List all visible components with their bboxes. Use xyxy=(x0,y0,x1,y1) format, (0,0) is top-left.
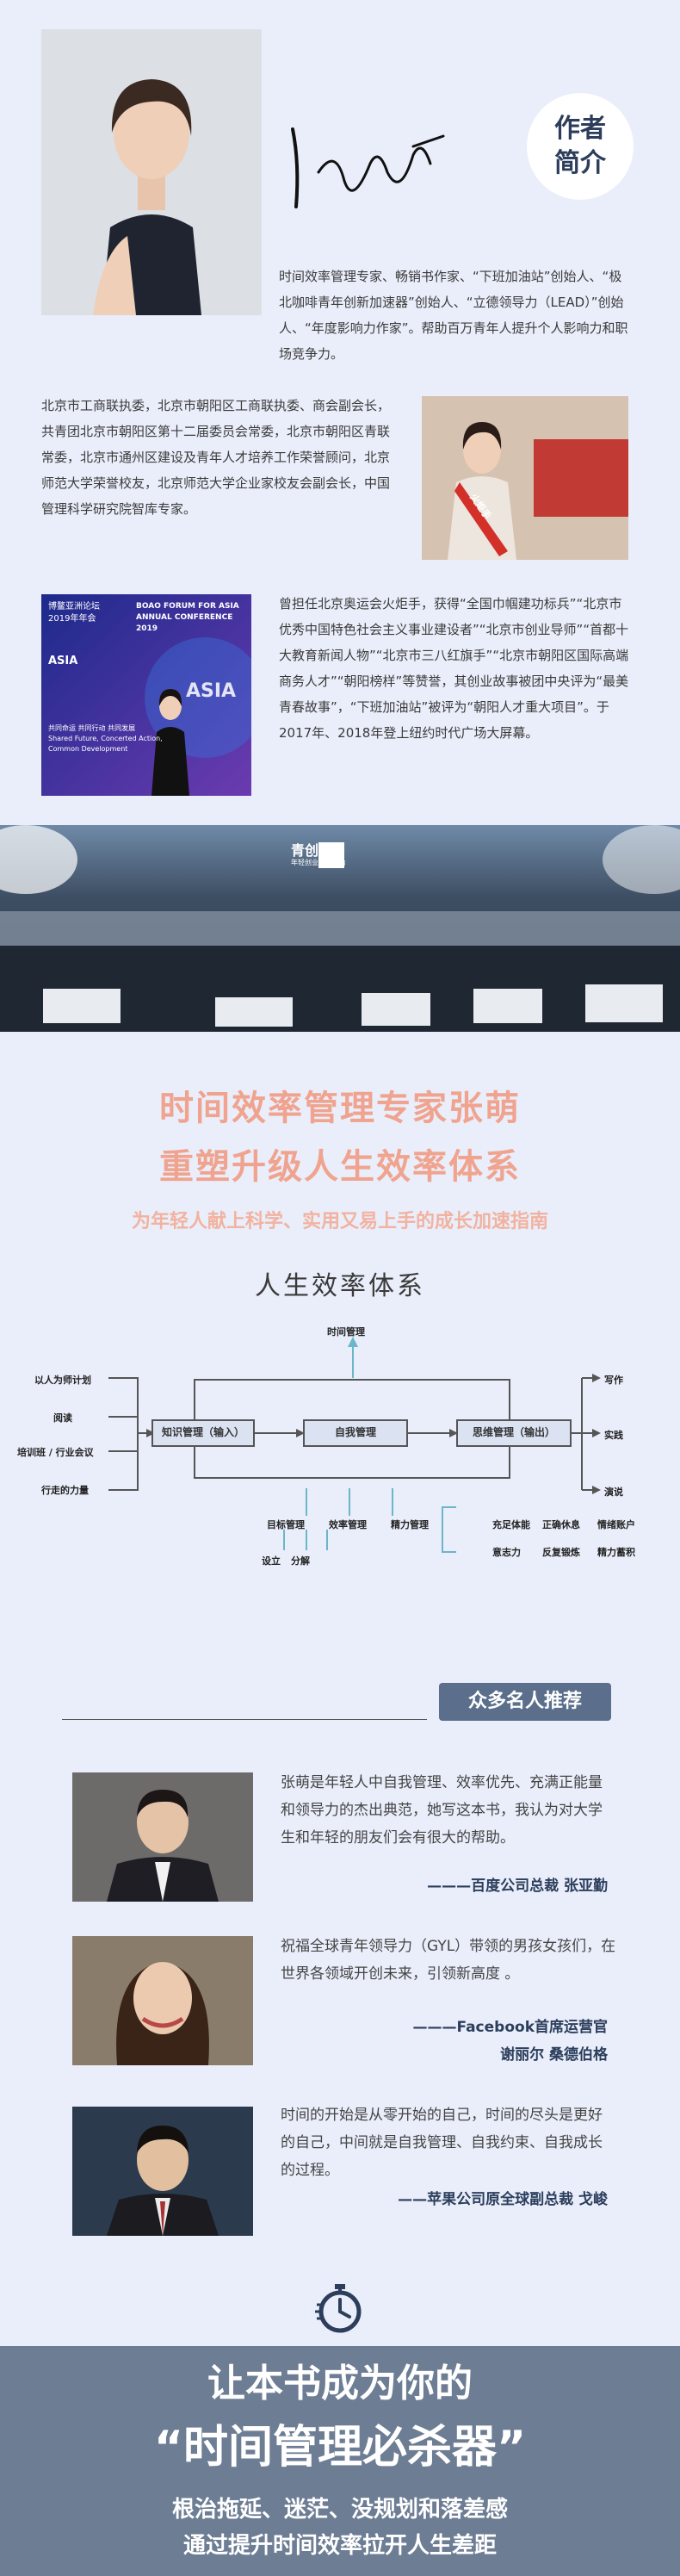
forum-cn-line1: 博鳌亚洲论坛 xyxy=(48,602,100,611)
intro-paragraph-2: 北京市工商联执委，北京市朝阳区工商联执委、商会副会长，共青团北京市朝阳区第十二届… xyxy=(41,398,391,517)
box-knowledge: 知识管理（输入） xyxy=(151,1419,255,1447)
forum-slogan1: Shared Future, Concerted Action, xyxy=(48,735,163,742)
sub-label-efficiency: 效率管理 xyxy=(329,1519,367,1530)
footer-line1: 让本书成为你的 xyxy=(207,2362,473,2405)
rec-photo-3 xyxy=(72,2107,253,2236)
input-label-3: 培训班 / 行业会议 xyxy=(17,1447,94,1458)
crowd-logo-sub: 年轻创业生态平台 xyxy=(291,859,346,866)
torchbearer-photo: 火炬手 xyxy=(422,396,628,560)
forum-slogan2: Common Development xyxy=(48,745,128,753)
energy-item-6: 精力蓄积 xyxy=(597,1547,635,1558)
headline-subtitle: 为年轻人献上科学、实用又易上手的成长加速指南 xyxy=(131,1211,548,1232)
output-label-2: 实践 xyxy=(604,1430,623,1441)
recommend-title: 众多名人推荐 xyxy=(467,1691,582,1712)
goal-sub-2: 分解 xyxy=(291,1555,310,1567)
box-self: 自我管理 xyxy=(303,1419,408,1447)
intro-paragraph-1: 时间效率管理专家、畅销书作家、“下班加油站”创始人、“极北咖啡青年创新加速器”创… xyxy=(279,269,628,362)
output-label-1: 写作 xyxy=(604,1375,623,1386)
box-thinking: 思维管理（输出） xyxy=(456,1419,572,1447)
sub-label-goal: 目标管理 xyxy=(267,1519,305,1530)
headline-line2: 重塑升级人生效率体系 xyxy=(159,1147,521,1187)
crowd-logo: 青创营 xyxy=(291,842,333,859)
input-label-2: 阅读 xyxy=(53,1412,72,1424)
forum-cn-slogan: 共同命运 共同行动 共同发展 xyxy=(48,724,136,732)
input-label-4: 行走的力量 xyxy=(41,1485,89,1496)
author-badge: 作者 简介 xyxy=(527,93,634,200)
badge-line2: 简介 xyxy=(554,148,606,178)
goal-sub-1: 设立 xyxy=(262,1555,281,1567)
energy-item-1: 充足体能 xyxy=(492,1519,530,1530)
forum-asia-logo: ASIA xyxy=(48,655,78,667)
rec-sig-1: ———百度公司总裁 张亚勤 xyxy=(427,1878,608,1895)
forum-cn-line2: 2019年年会 xyxy=(48,614,96,624)
rec-photo-2 xyxy=(72,1936,253,2065)
forum-asia-big: ASIA xyxy=(186,680,237,702)
forum-en-line1: BOAO FORUM FOR ASIA xyxy=(136,602,239,611)
forum-year: 2019 xyxy=(136,624,158,633)
headline-line1: 时间效率管理专家张萌 xyxy=(159,1089,521,1128)
input-label-1: 以人为师计划 xyxy=(34,1375,91,1386)
signature-icon xyxy=(284,112,456,215)
rec-sig-3: ——苹果公司原全球副总裁 戈峻 xyxy=(398,2191,608,2208)
rec-text-3: 时间的开始是从零开始的自己，时间的尽头是更好的自己，中间就是自我管理、自我约束、… xyxy=(281,2107,603,2179)
forum-en-line2: ANNUAL CONFERENCE xyxy=(136,613,233,622)
crowd-photo: 青创营 年轻创业生态平台 xyxy=(0,825,680,1032)
footer-line3: 根治拖延、迷茫、没规划和落差感 xyxy=(171,2497,508,2523)
forum-photo: 博鳌亚洲论坛 2019年年会 BOAO FORUM FOR ASIA ANNUA… xyxy=(41,594,251,796)
diagram-lines xyxy=(108,1337,601,1553)
intro-paragraph-3: 曾担任北京奥运会火炬手，获得“全国巾帼建功标兵”“北京市优秀中国特色社会主义事业… xyxy=(279,596,629,741)
energy-item-2: 正确休息 xyxy=(542,1519,580,1530)
footer-line4: 通过提升时间效率拉开人生差距 xyxy=(182,2533,497,2559)
recommend-title-box: 众多名人推荐 xyxy=(439,1683,611,1721)
stopwatch-icon xyxy=(312,2279,368,2336)
energy-item-3: 情绪账户 xyxy=(597,1519,635,1530)
footer-line2: “时间管理必杀器” xyxy=(153,2422,527,2474)
output-label-3: 演说 xyxy=(604,1487,623,1498)
sub-label-energy: 精力管理 xyxy=(391,1519,429,1530)
energy-item-5: 反复锻炼 xyxy=(542,1547,580,1558)
footer-band xyxy=(0,2346,680,2576)
diagram-top-label: 时间管理 xyxy=(327,1326,365,1338)
rec-text-2: 祝福全球青年领导力（GYL）带领的男孩女孩们，在世界各领域开创未来，引领新高度 … xyxy=(281,1938,616,1983)
energy-item-4: 意志力 xyxy=(492,1547,521,1558)
rec-sig-2b: 谢丽尔 桑德伯格 xyxy=(500,2046,608,2064)
diagram-title: 人生效率体系 xyxy=(255,1271,425,1301)
rec-text-1: 张萌是年轻人中自我管理、效率优先、充满正能量和领导力的杰出典范，她写这本书，我认… xyxy=(281,1774,603,1847)
rec-photo-1 xyxy=(72,1772,253,1902)
rec-sig-2a: ———Facebook首席运营官 xyxy=(412,2019,608,2036)
author-portrait xyxy=(41,29,262,315)
badge-line1: 作者 xyxy=(554,114,606,144)
recommend-divider xyxy=(62,1719,427,1720)
